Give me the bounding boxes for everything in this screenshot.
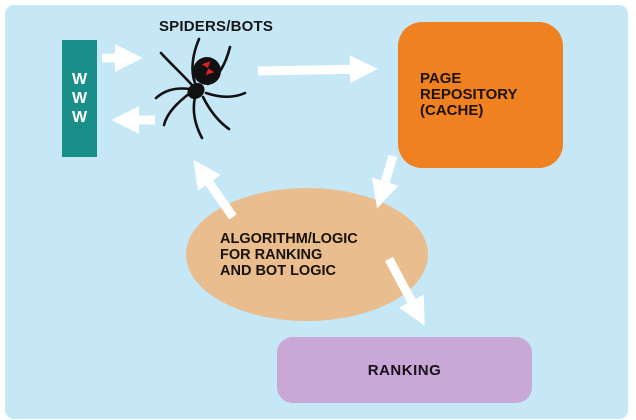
algorithm-node: ALGORITHM/LOGIC FOR RANKING AND BOT LOGI… xyxy=(186,188,428,321)
spiders-bots-label: SPIDERS/BOTS xyxy=(158,18,274,35)
arrow-spider-to-repository xyxy=(257,55,378,84)
www-node: WWW xyxy=(62,40,97,157)
algorithm-line: AND BOT LOGIC xyxy=(220,262,336,279)
algorithm-line: ALGORITHM/LOGIC xyxy=(220,230,358,247)
ranking-label: RANKING xyxy=(367,361,442,379)
arrow-repository-to-algorithm xyxy=(371,154,399,209)
www-label: WWW xyxy=(71,71,88,126)
page-repository-node: PAGE REPOSITORY (CACHE) xyxy=(398,22,563,168)
spider-icon xyxy=(154,37,247,140)
ranking-node: RANKING xyxy=(277,337,532,403)
page-repository-line: PAGE xyxy=(420,70,462,87)
algorithm-line: FOR RANKING xyxy=(220,246,323,263)
page-repository-line: (CACHE) xyxy=(420,102,484,119)
page-repository-line: REPOSITORY xyxy=(420,86,518,103)
diagram-canvas: WWW SPIDERS/BOTS PAGE REPOSITORY (CACHE)… xyxy=(5,5,628,419)
